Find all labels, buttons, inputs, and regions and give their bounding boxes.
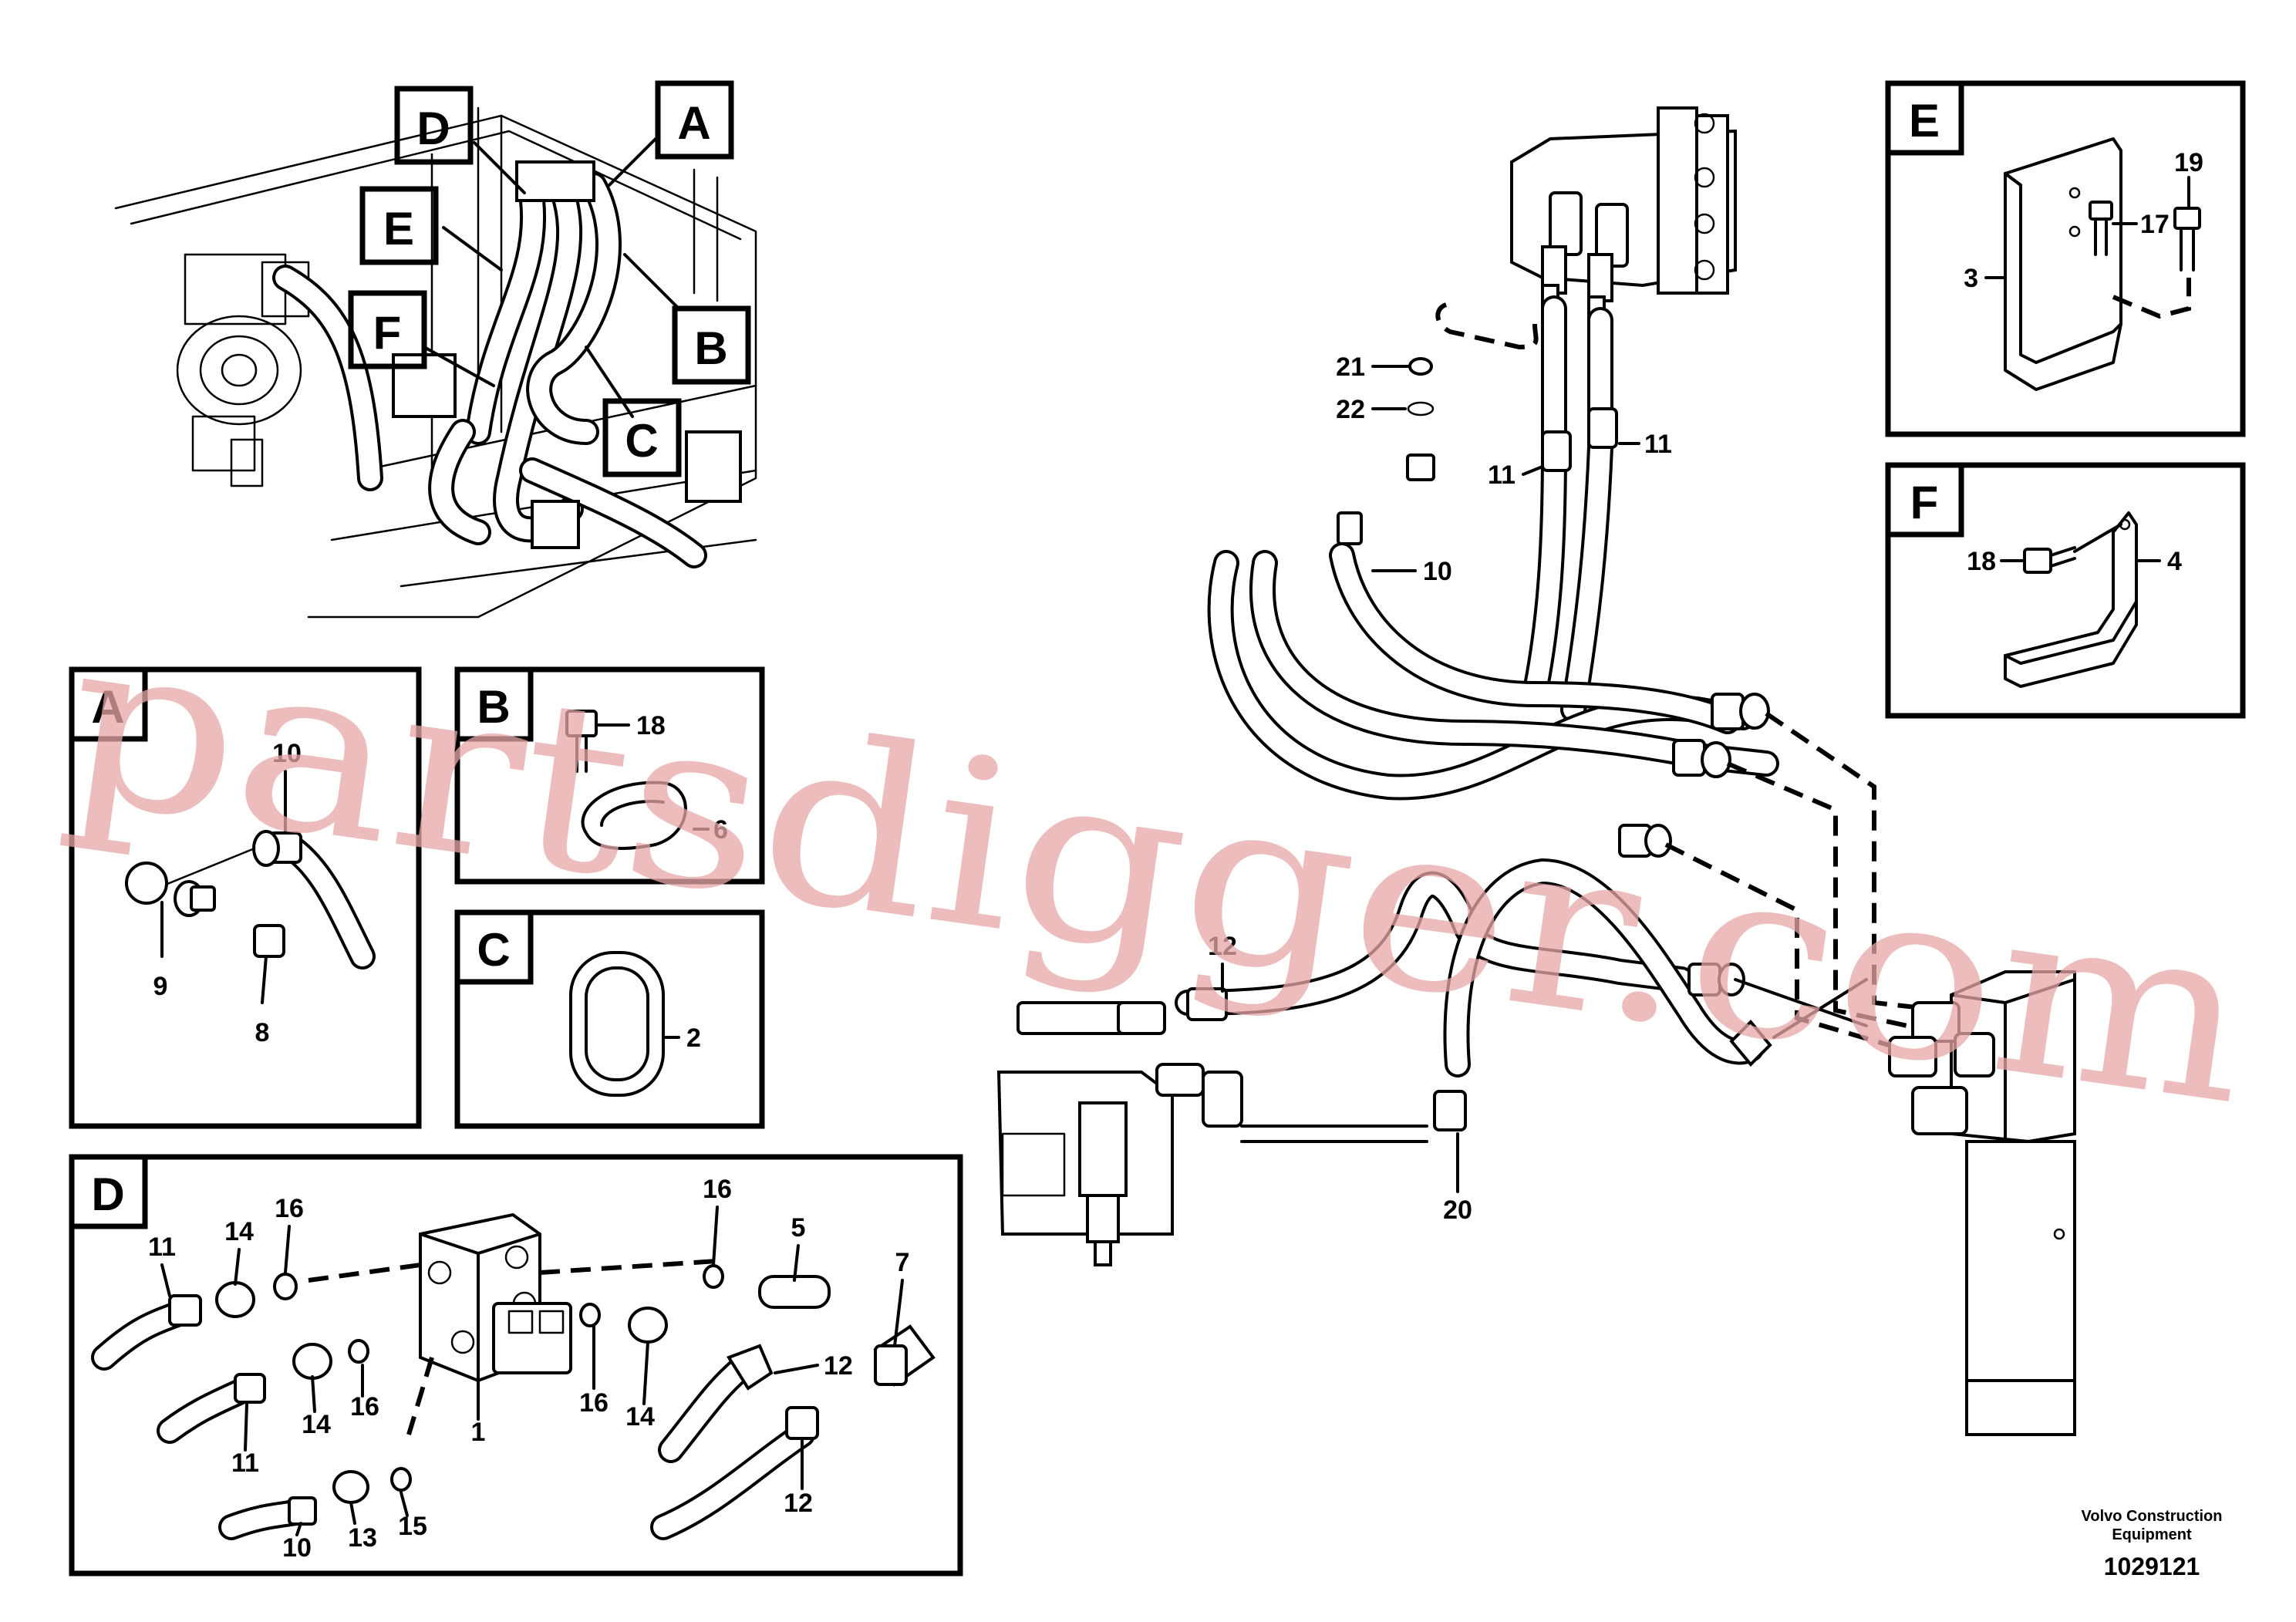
detail-D-panel: D: [69, 1154, 963, 1576]
detail-B-item-18: 18: [636, 711, 666, 740]
detail-A-item-8: 8: [255, 1018, 270, 1047]
detail-A-item-10: 10: [272, 739, 302, 768]
detail-E-item-17: 17: [2140, 210, 2170, 239]
footer-figure-number: 1029121: [2104, 1553, 2200, 1580]
main-assembly: 21 22 11 11 10: [996, 106, 2076, 1436]
detail-D-item-1: 1: [471, 1418, 486, 1447]
main-item-11a: 11: [1488, 460, 1515, 490]
detail-A-item-9: 9: [153, 972, 168, 1001]
main-item-21: 21: [1336, 352, 1365, 382]
detail-B-panel: B 18 6: [454, 666, 765, 885]
callout-B: B: [694, 322, 727, 374]
callout-C: C: [625, 415, 658, 467]
main-item-11b: 11: [1644, 430, 1672, 459]
detail-D-item-12a: 12: [824, 1351, 853, 1381]
detail-D-item-14b: 14: [302, 1410, 331, 1439]
detail-D-item-11a: 11: [148, 1233, 176, 1262]
overview-illustration: D A E B F C: [114, 80, 757, 619]
detail-A-panel: A 10 9 8: [69, 666, 422, 1129]
detail-D-item-16a: 16: [275, 1194, 304, 1223]
detail-D-item-14c: 14: [625, 1402, 655, 1431]
detail-C-item-2: 2: [686, 1023, 701, 1053]
detail-D-item-15: 15: [398, 1512, 427, 1541]
detail-E-item-3: 3: [1964, 264, 1978, 293]
main-item-12: 12: [1208, 932, 1237, 961]
detail-E-item-19: 19: [2174, 148, 2203, 177]
detail-E-letter: E: [1909, 95, 1940, 147]
main-item-10: 10: [1423, 557, 1452, 586]
detail-D-letter: D: [91, 1168, 124, 1220]
detail-A-letter: A: [91, 681, 124, 733]
main-item-22: 22: [1336, 395, 1365, 424]
detail-D-item-12b: 12: [784, 1489, 813, 1518]
detail-D-item-10: 10: [282, 1533, 312, 1563]
detail-F-item-4: 4: [2167, 547, 2182, 576]
detail-D-item-16c: 16: [350, 1392, 379, 1421]
detail-B-letter: B: [477, 681, 510, 733]
detail-D-item-16d: 16: [579, 1388, 609, 1418]
callout-E: E: [383, 203, 414, 255]
detail-F-letter: F: [1910, 477, 1939, 528]
detail-D-item-14a: 14: [224, 1217, 254, 1246]
detail-F-panel: F 18 4: [1885, 462, 2246, 719]
footer-company-line2: Equipment: [2112, 1526, 2192, 1543]
detail-E-panel: E 19 17 3: [1885, 80, 2246, 437]
detail-F-item-18: 18: [1967, 547, 1996, 576]
detail-D-item-11b: 11: [231, 1448, 259, 1478]
callout-A: A: [677, 97, 710, 149]
detail-D-item-7: 7: [895, 1248, 910, 1277]
detail-B-item-6: 6: [713, 815, 728, 845]
callout-D: D: [416, 103, 450, 154]
detail-D-item-13: 13: [348, 1523, 377, 1553]
detail-D-item-5: 5: [791, 1213, 806, 1243]
footer-company-line1: Volvo Construction: [2082, 1508, 2223, 1525]
detail-C-letter: C: [477, 924, 510, 976]
callout-F: F: [373, 307, 402, 359]
detail-C-panel: C 2: [454, 909, 765, 1129]
detail-D-item-16b: 16: [703, 1175, 732, 1204]
main-item-20: 20: [1443, 1195, 1472, 1225]
